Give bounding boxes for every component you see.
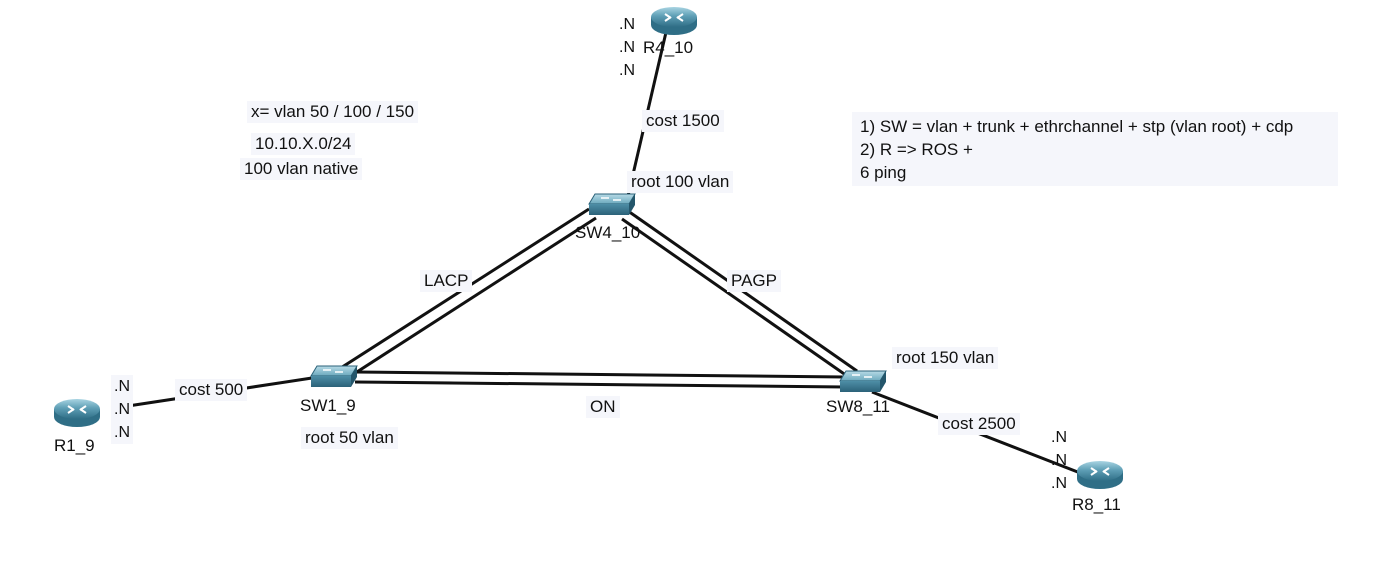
ports-r4: .N .N .N [619,13,635,82]
device-label-r1: R1_9 [54,436,95,455]
device-label-sw1: SW1_9 [300,396,356,415]
root-label-sw1: root 50 vlan [301,427,398,449]
port-label: .N [114,424,130,441]
link-on-b[interactable] [354,380,846,389]
device-label-r4: R4_10 [643,38,694,57]
link-label-cost-r8: cost 2500 [938,413,1020,435]
root-label-sw8: root 150 vlan [892,347,999,369]
link-label-cost-r4: cost 1500 [642,110,724,132]
link-on-a[interactable] [354,370,846,379]
port-label: .N [619,39,635,56]
task-line-1: 1) SW = vlan + trunk + ethrchannel + stp… [860,117,1294,136]
task-note: 1) SW = vlan + trunk + ethrchannel + stp… [852,112,1338,186]
router-r8-icon[interactable] [1077,461,1123,489]
link-label-pagp: PAGP [727,270,781,292]
link-label-on: ON [586,396,620,418]
port-label: .N [114,378,130,395]
root-label-sw4: root 100 vlan [627,171,734,193]
link-label-lacp: LACP [420,270,473,292]
router-r4-icon[interactable] [651,7,697,35]
port-label: .N [1051,429,1067,446]
task-line-2: 2) R => ROS + [860,140,973,159]
port-label: .N [1051,475,1067,492]
note-subnet: 10.10.X.0/24 [251,133,356,155]
task-line-3: 6 ping [860,163,907,182]
port-label: .N [619,16,635,33]
port-label: .N [1051,452,1067,469]
device-label-sw8: SW8_11 [826,397,890,416]
switch-sw4-icon[interactable] [588,193,636,215]
switch-sw8-icon[interactable] [839,370,887,392]
device-label-sw4: SW4_10 [575,223,641,242]
link-pagp-b[interactable] [621,217,851,380]
note-native-vlan: 100 vlan native [240,158,363,180]
port-label: .N [619,62,635,79]
port-label: .N [114,401,130,418]
device-label-r8: R8_11 [1072,495,1121,514]
note-x-vlans: x= vlan 50 / 100 / 150 [247,101,419,123]
ports-r8: .N .N .N [1051,426,1067,495]
link-lacp-b[interactable] [345,216,597,381]
ports-r1: .N .N .N [111,375,133,444]
router-r1-icon[interactable] [54,399,100,427]
switch-sw1-icon[interactable] [310,365,358,387]
link-label-cost-r1: cost 500 [175,379,248,401]
